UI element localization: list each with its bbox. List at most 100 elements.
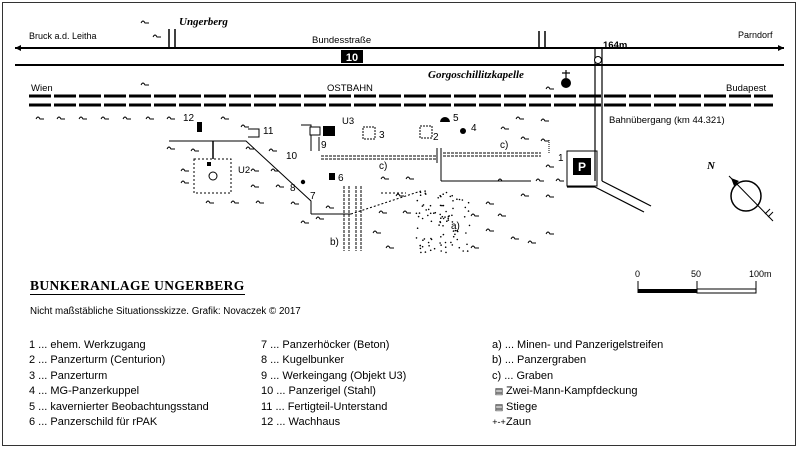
mine-dot (433, 247, 436, 250)
mine-dot (415, 212, 418, 215)
mine-dot (419, 244, 422, 247)
hill-marker (485, 201, 494, 205)
marker-c2: c) (500, 140, 508, 151)
marker-4: 4 (471, 123, 477, 134)
hill-marker (378, 210, 387, 214)
terrain-markers (35, 20, 564, 249)
legend-item: 7 ... Panzerhöcker (Beton) (261, 339, 390, 351)
label-wien: Wien (31, 83, 53, 94)
hill-marker (268, 148, 277, 152)
mine-dot (437, 197, 440, 199)
label-bahnuebergang: Bahnübergang (km 44.321) (609, 115, 725, 126)
hill-marker (405, 176, 414, 180)
mine-dot (451, 244, 454, 246)
legend-item: 3 ... Panzerturm (29, 369, 108, 382)
mine-dot (439, 194, 442, 197)
situation-map: Bruck a.d. Leitha Ungerberg Bundesstraße… (15, 16, 784, 294)
mine-dot (466, 243, 468, 246)
marker-a: a) (451, 221, 460, 232)
mine-dot (419, 247, 422, 250)
hill-marker (385, 245, 394, 249)
hill-marker (520, 136, 529, 140)
hill-marker (497, 213, 506, 217)
hill-marker (380, 176, 389, 180)
mine-dot (456, 238, 459, 241)
hill-marker (470, 213, 479, 217)
mine-dot (415, 237, 418, 239)
mine-dot (466, 250, 469, 252)
mine-dot (464, 206, 467, 209)
bundesstrasse-road (15, 29, 784, 66)
mine-dot (419, 191, 422, 194)
mine-dot (427, 214, 429, 217)
map-markers: 1 2 3 4 5 6 7 8 9 10 11 12 a) b) c) c) (183, 113, 564, 248)
mine-dot (447, 217, 450, 220)
hill-marker (145, 116, 154, 120)
legend-item: ▤Stiege (492, 400, 663, 415)
hill-marker (395, 193, 404, 197)
mine-dot (439, 204, 442, 207)
mine-dot (428, 245, 430, 247)
marker-10: 10 (286, 151, 298, 162)
legend-item: 6 ... Panzerschild für rPAK (29, 415, 158, 428)
legend-col-3: a) ... Minen- und Panzerigelstreifen b) … (492, 338, 663, 430)
legend-item: b) ... Panzergraben (492, 354, 587, 367)
mine-dot (452, 207, 454, 210)
mine-dot (442, 225, 444, 227)
north-label: N (706, 160, 716, 172)
mine-dot (427, 208, 430, 211)
mine-dot (434, 211, 437, 214)
hill-marker (240, 124, 249, 128)
mine-dot (440, 217, 442, 219)
mine-dot (423, 238, 426, 240)
marker-1: 1 (558, 153, 564, 164)
legend-item: 8 ... Kugelbunker (261, 354, 345, 367)
mine-dot (458, 246, 461, 249)
mine-dot (454, 233, 456, 236)
hill-marker (402, 210, 411, 214)
scale-50: 50 (691, 269, 701, 279)
marker-2: 2 (433, 132, 439, 143)
mine-dot (417, 215, 420, 218)
mine-dot (422, 239, 424, 241)
marker-8: 8 (290, 183, 296, 194)
hill-marker (510, 236, 519, 240)
mine-dot (440, 250, 443, 252)
hill-marker (230, 200, 239, 204)
hill-marker (270, 168, 279, 172)
mine-dot (444, 216, 446, 218)
hill-marker (166, 116, 175, 120)
hill-marker (545, 194, 554, 198)
hill-marker (290, 201, 299, 205)
hill-marker (275, 184, 284, 188)
hill-marker (255, 200, 264, 204)
marker-7: 7 (310, 191, 316, 202)
legend-item: 2 ... Panzerturm (Centurion) (29, 354, 166, 367)
parking-area (566, 150, 598, 187)
mine-dot (416, 227, 419, 229)
hill-marker (300, 220, 309, 224)
legend-item: +-+Zaun (492, 415, 663, 430)
mine-dot (422, 204, 425, 206)
hill-marker (166, 146, 175, 150)
mine-dot (439, 213, 442, 216)
mine-dot (442, 217, 445, 220)
label-u2: U2 (238, 165, 250, 176)
mine-dot (444, 246, 447, 248)
mine-dot (446, 220, 448, 222)
mine-dot (418, 212, 421, 214)
mine-dot (442, 233, 445, 236)
label-u3: U3 (342, 116, 354, 127)
mine-dot (429, 212, 432, 215)
road-number: 10 (346, 52, 358, 64)
anti-tank-ditch-b (343, 186, 406, 251)
mine-dot (421, 217, 424, 220)
hill-marker (250, 168, 259, 172)
map-title: BUNKERANLAGE UNGERBERG (30, 278, 245, 295)
label-bundesstrasse: Bundesstraße (312, 35, 371, 46)
fence-icon: +-+ (492, 416, 506, 427)
hill-marker (372, 230, 381, 234)
legend-item: 10 ... Panzerigel (Stahl) (261, 385, 376, 398)
prefab-shelter (248, 128, 260, 138)
legend-item: a) ... Minen- und Panzerigelstreifen (492, 339, 664, 351)
